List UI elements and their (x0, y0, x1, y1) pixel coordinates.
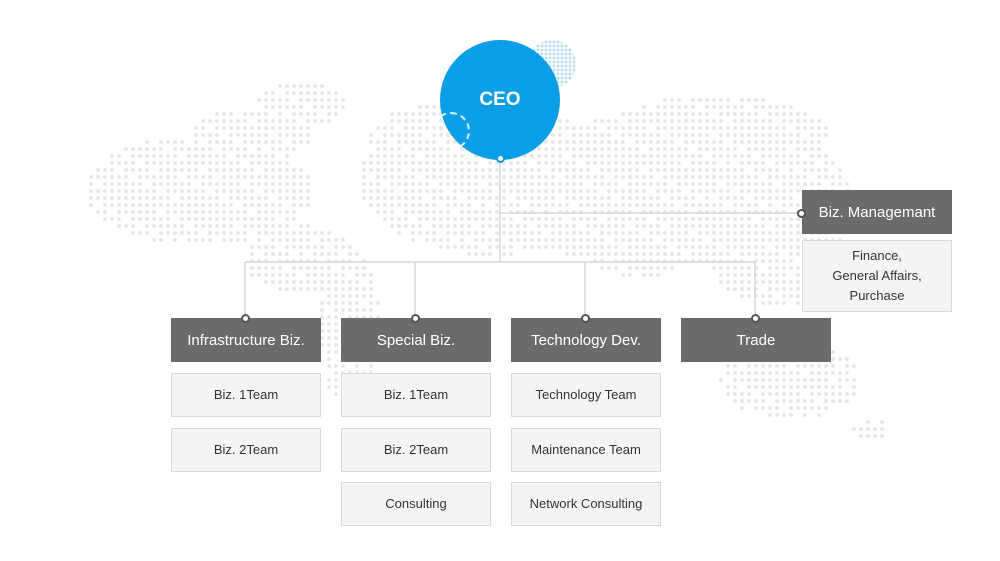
team-label: Biz. 1Team (383, 387, 449, 402)
division-label: Special Biz. (376, 331, 456, 349)
team-label: Biz. 1Team (213, 387, 279, 402)
team-box: Biz. 1Team (341, 373, 491, 417)
team-box: Consulting (341, 482, 491, 526)
team-box: Network Consulting (511, 482, 661, 526)
division-label: Infrastructure Biz. (187, 331, 305, 349)
division-label: Technology Dev. (531, 331, 641, 349)
team-box: Biz. 2Team (341, 428, 491, 472)
team-label: Consulting (385, 496, 447, 511)
management-detail-line: General Affairs, (832, 268, 922, 283)
division-label: Trade (736, 331, 776, 349)
team-box: Biz. 1Team (171, 373, 321, 417)
division-trade: Trade (681, 318, 831, 362)
management-label: Biz. Managemant (818, 203, 936, 221)
management-connector-dot (797, 209, 806, 218)
management-detail-box: Finance, General Affairs, Purchase (802, 240, 952, 312)
ceo-label: CEO (479, 89, 521, 110)
team-box: Biz. 2Team (171, 428, 321, 472)
management-detail-line: Finance, (852, 248, 902, 263)
division-technology-dev: Technology Dev. (511, 318, 661, 362)
team-label: Maintenance Team (531, 442, 641, 457)
team-label: Network Consulting (529, 496, 643, 511)
team-label: Biz. 2Team (213, 442, 279, 457)
division-connector-dot (581, 314, 590, 323)
management-node: Biz. Managemant (802, 190, 952, 234)
team-label: Technology Team (535, 387, 637, 402)
team-label: Biz. 2Team (383, 442, 449, 457)
division-special-biz: Special Biz. (341, 318, 491, 362)
ceo-connector-dot (496, 154, 505, 163)
management-detail-line: Purchase (849, 288, 905, 303)
dashed-ring-decoration (432, 112, 470, 150)
division-infrastructure-biz: Infrastructure Biz. (171, 318, 321, 362)
division-connector-dot (411, 314, 420, 323)
team-box: Technology Team (511, 373, 661, 417)
team-box: Maintenance Team (511, 428, 661, 472)
division-connector-dot (241, 314, 250, 323)
division-connector-dot (751, 314, 760, 323)
